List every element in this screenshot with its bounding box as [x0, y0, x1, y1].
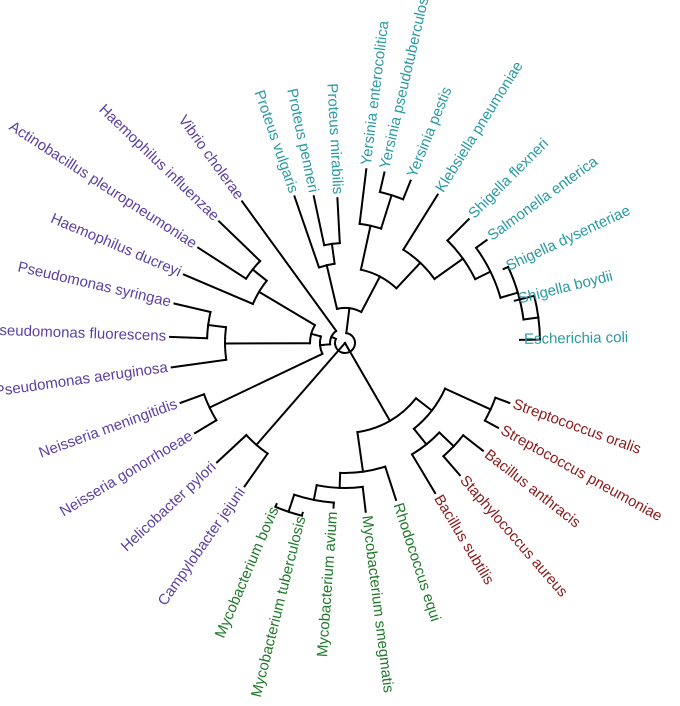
branch-arc [339, 465, 387, 474]
branch-line [359, 224, 372, 271]
leaf-label: Proteus mirabilis [323, 83, 346, 195]
leaf-label: Pseudomonas aeruginosa [0, 359, 169, 400]
leaf-label: Shigella boydii [517, 268, 615, 308]
branch-line [274, 502, 278, 509]
branch-line [433, 257, 465, 281]
branch-line [345, 307, 351, 335]
branch-line [483, 419, 500, 430]
branch-line [257, 290, 317, 327]
branch-line [179, 393, 206, 405]
branch-line [441, 454, 462, 477]
branch-line [437, 431, 456, 448]
branch-arc [474, 246, 502, 299]
branch-line [207, 323, 228, 329]
branch-arc [506, 265, 525, 321]
branch-arc [244, 433, 269, 455]
branch-line [173, 302, 212, 314]
branch-line [412, 427, 428, 446]
branch-arc [483, 396, 497, 422]
branch-line [401, 193, 440, 252]
branch-line [494, 396, 511, 405]
leaf-label: Pseudomonas fluorescens [0, 322, 166, 345]
branch-line [251, 268, 269, 283]
branch-line [358, 168, 368, 226]
branch-line [473, 270, 492, 281]
branch-line [208, 352, 324, 409]
branch-line [182, 273, 255, 306]
branch-line [383, 465, 398, 502]
leaf-label: Mycobacterium smegmatis [358, 515, 397, 694]
branch-line [243, 452, 269, 488]
leaf-label: Escherichia coli [524, 329, 628, 348]
branch-arc [202, 393, 218, 422]
branch-line [312, 484, 318, 502]
branch-line [356, 430, 365, 473]
branch-line [378, 171, 386, 194]
branch-line [293, 195, 321, 269]
leaf-label: Haemophilus influenzae [95, 101, 222, 224]
branch-line [394, 261, 422, 290]
branch-line [338, 471, 342, 489]
branch-line [410, 453, 437, 495]
branch-line [169, 335, 209, 340]
branch-line [502, 265, 510, 271]
branch-line [254, 341, 347, 447]
branch-arc [315, 484, 364, 489]
tree-branches [169, 168, 542, 517]
leaf-label: Mycobacterium avium [314, 511, 341, 658]
branch-line [361, 485, 367, 513]
branch-line [215, 433, 248, 464]
branch-line [513, 294, 536, 302]
branch-line [474, 238, 488, 250]
branch-line [300, 511, 304, 517]
branch-line [461, 433, 485, 453]
branch-line [325, 263, 339, 311]
branch-line [309, 332, 323, 338]
branch-line [240, 200, 338, 333]
branch-line [287, 493, 296, 514]
branch-arc [244, 259, 262, 281]
branch-line [196, 246, 248, 281]
branch-line [330, 242, 336, 265]
branch-line [343, 341, 392, 423]
branch-line [170, 358, 228, 369]
branch-line [359, 275, 382, 314]
leaf-label: Staphylococcus aureus [456, 472, 571, 600]
branch-arc [446, 239, 477, 281]
branch-line [312, 195, 326, 247]
branch-arc [335, 306, 363, 314]
branch-line [414, 396, 434, 412]
branch-line [336, 197, 341, 245]
branch-line [379, 193, 393, 230]
branch-line [193, 418, 218, 435]
branch-arc [412, 387, 447, 431]
branch-arc [356, 396, 418, 434]
branch-arc [359, 268, 398, 290]
branch-arc [401, 248, 436, 281]
branch-line [217, 219, 262, 263]
branch-line [522, 316, 540, 321]
leaf-label: Rhodococcus equi [390, 501, 444, 624]
branch-arc [251, 279, 269, 306]
branch-line [319, 343, 332, 347]
branch-line [401, 179, 412, 201]
branch-line [443, 387, 492, 411]
branch-line [499, 291, 520, 299]
branch-line [446, 217, 471, 242]
